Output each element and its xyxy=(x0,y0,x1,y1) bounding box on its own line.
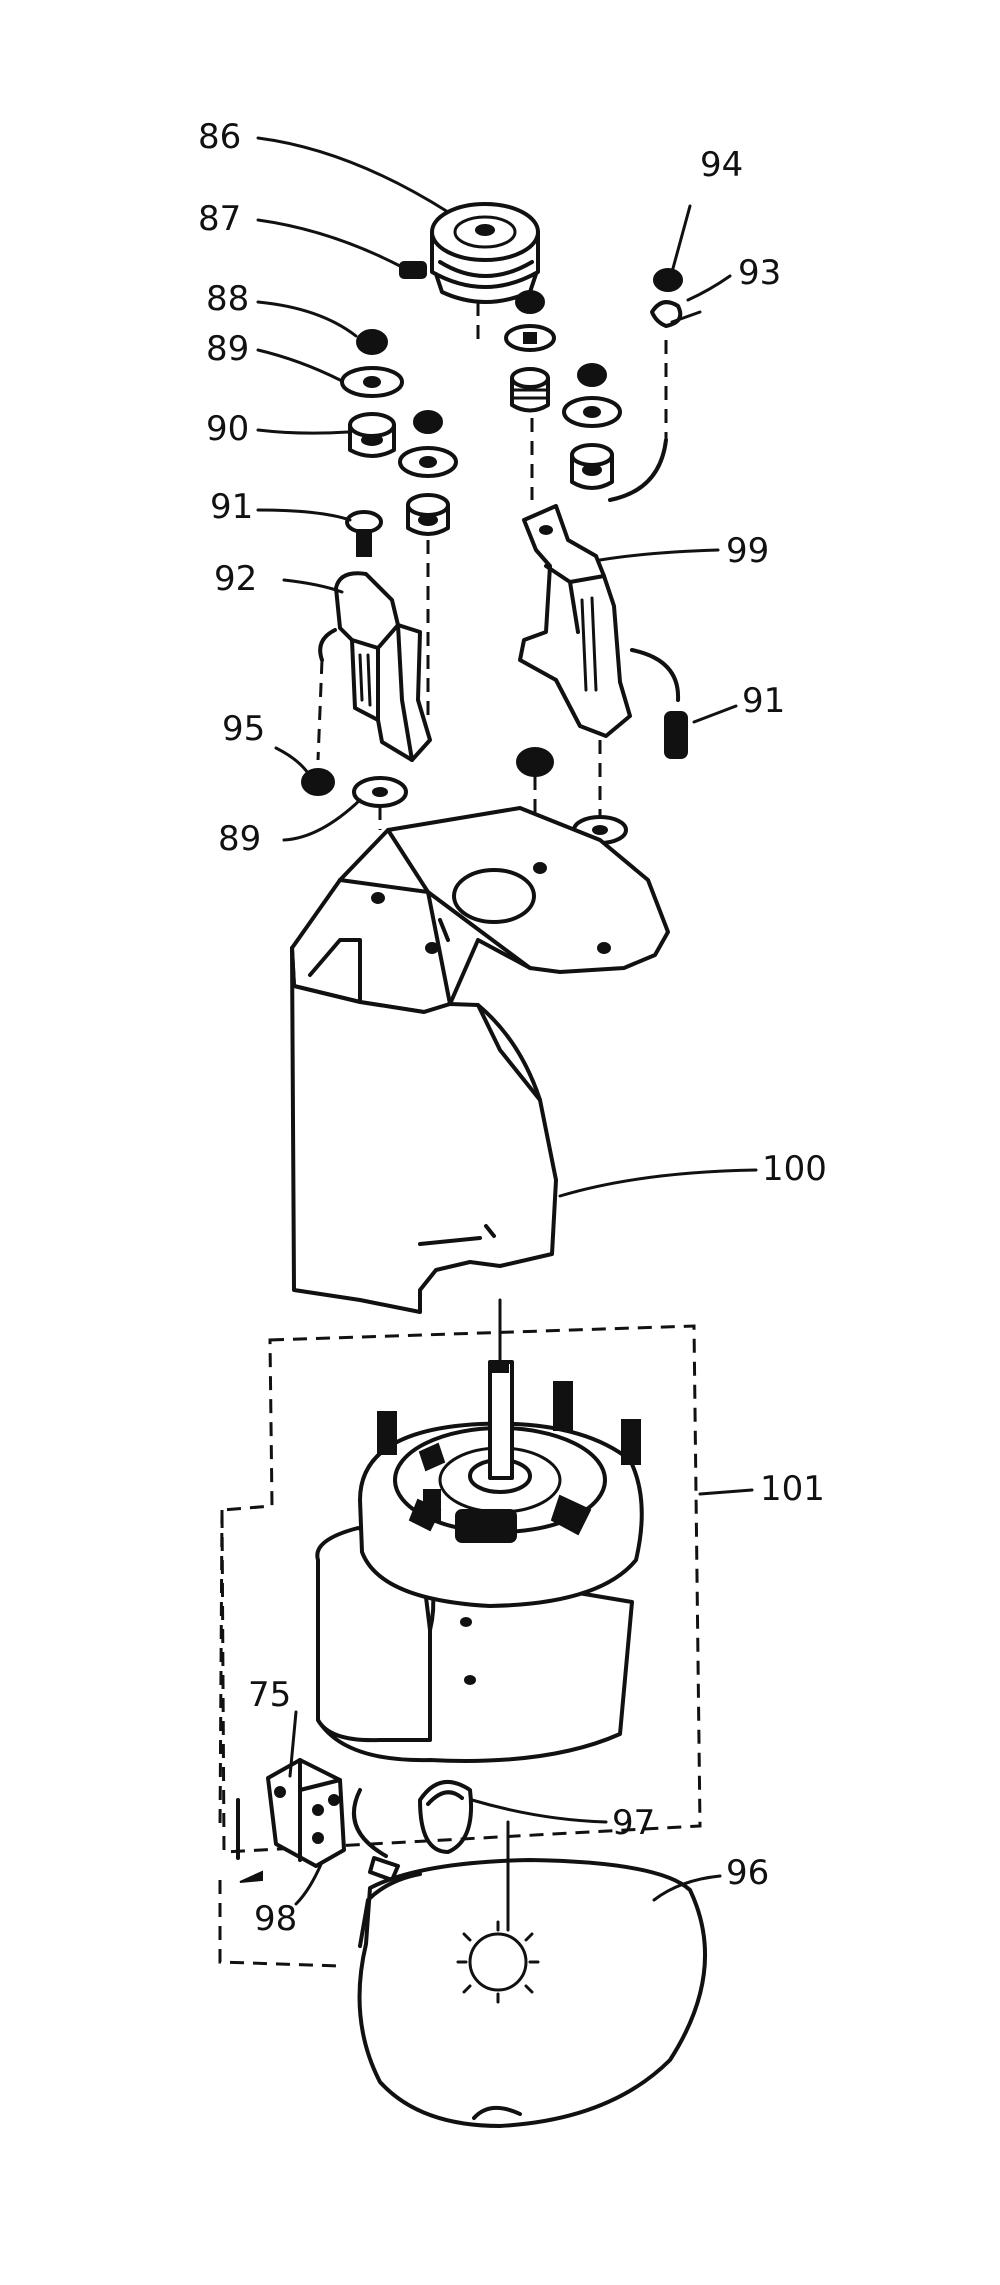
callout-labels: 86 87 88 89 90 91 92 95 89 94 93 99 91 1… xyxy=(198,117,827,1939)
callout-97: 97 xyxy=(612,1803,655,1843)
motor-cover-part xyxy=(290,806,670,1314)
gasket-part xyxy=(418,1780,473,1854)
leader-lines xyxy=(256,136,758,1906)
end-plate-part xyxy=(357,1820,707,2128)
callout-75: 75 xyxy=(248,1675,291,1715)
center-mount-stack xyxy=(476,290,556,500)
set-screw-part xyxy=(399,261,427,279)
lower-left-hardware xyxy=(301,768,408,830)
right-bracket-part xyxy=(518,504,681,738)
callout-93: 93 xyxy=(738,253,781,293)
right-mount-stack xyxy=(562,268,702,502)
callout-86: 86 xyxy=(198,117,241,157)
callout-91-left: 91 xyxy=(210,487,253,527)
callout-90: 90 xyxy=(206,409,249,449)
terminal-block-part xyxy=(236,1758,400,1883)
callout-99: 99 xyxy=(726,531,769,571)
pulley-part xyxy=(430,202,540,304)
callout-100: 100 xyxy=(762,1149,827,1189)
callout-95: 95 xyxy=(222,709,265,749)
callout-94: 94 xyxy=(700,145,743,185)
callout-101: 101 xyxy=(760,1469,825,1509)
callout-87: 87 xyxy=(198,199,241,239)
left-mount-stack xyxy=(340,329,458,720)
callout-91-right: 91 xyxy=(742,681,785,721)
callout-89-lower: 89 xyxy=(218,819,261,859)
callout-98: 98 xyxy=(254,1899,297,1939)
callout-88: 88 xyxy=(206,279,249,319)
motor-part xyxy=(315,1360,644,1763)
callout-89-upper: 89 xyxy=(206,329,249,369)
left-bracket-part xyxy=(316,571,432,762)
callout-96: 96 xyxy=(726,1853,769,1893)
callout-92: 92 xyxy=(214,559,257,599)
motor-assembly-boundary xyxy=(218,1324,702,1968)
